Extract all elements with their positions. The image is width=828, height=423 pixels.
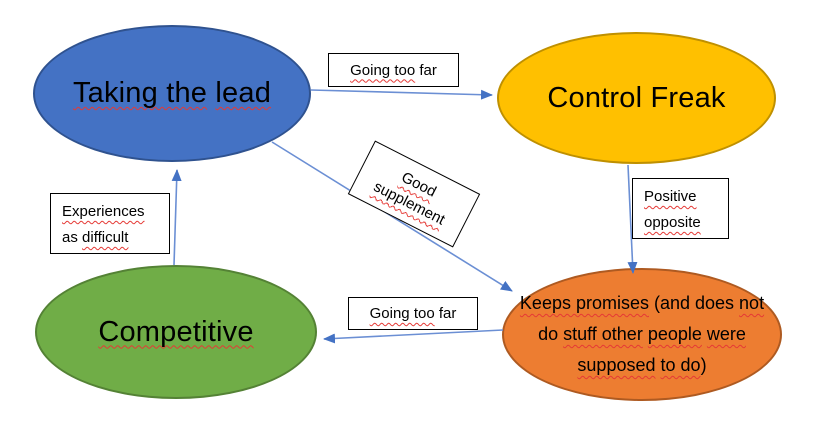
label-text-segment: lead bbox=[215, 77, 272, 109]
label-text-segment: do bbox=[538, 324, 564, 344]
label-text-segment: ) bbox=[700, 355, 707, 375]
label-text-segment: Going too bbox=[369, 305, 435, 322]
label-text-segment: far bbox=[434, 305, 457, 322]
edge-control-freak-to-keeps-promises[interactable] bbox=[627, 164, 638, 274]
label-text-segment: Competitive bbox=[98, 315, 254, 348]
edge-label-experiences-as-difficult[interactable]: Experiences as difficult bbox=[50, 193, 170, 254]
node-competitive-label: Competitive bbox=[98, 316, 253, 349]
node-taking-the-lead-label: Taking the lead bbox=[73, 77, 271, 110]
node-taking-the-lead[interactable]: Taking the lead bbox=[33, 25, 311, 162]
label-text-segment: to do bbox=[660, 355, 701, 375]
label-text-segment: stuff other bbox=[563, 324, 643, 344]
label-text-segment: not bbox=[739, 293, 765, 313]
label-text-segment: difficult bbox=[82, 229, 129, 246]
node-keeps-promises-label: Keeps promises (and does not do stuff oth… bbox=[520, 288, 764, 381]
edge-taking-lead-to-control-freak[interactable] bbox=[310, 89, 493, 100]
edge-keeps-promises-to-competitive[interactable] bbox=[323, 329, 504, 344]
edge-label-text-line1: Positive bbox=[644, 184, 728, 210]
node-control-freak-label: Control Freak bbox=[547, 82, 725, 115]
label-text-segment: Taking the bbox=[72, 77, 208, 109]
edge-label-text-line2: as difficult bbox=[62, 225, 169, 251]
edge-label-text: Going too far bbox=[350, 62, 437, 79]
node-competitive[interactable]: Competitive bbox=[35, 265, 317, 399]
label-text-segment: Experiences bbox=[62, 203, 145, 220]
label-text-segment: Control Freak bbox=[547, 81, 726, 114]
edge-label-text: Going too far bbox=[370, 305, 457, 322]
label-text-segment: opposite bbox=[644, 214, 701, 231]
label-text-segment: were bbox=[706, 324, 746, 344]
edge-label-text-line1: Experiences bbox=[62, 199, 169, 225]
label-text-segment: Going too bbox=[350, 61, 416, 79]
edge-competitive-to-taking-lead[interactable] bbox=[171, 169, 182, 266]
edge-label-positive-opposite[interactable]: Positive opposite bbox=[632, 178, 729, 239]
label-text-segment: (and does bbox=[648, 293, 740, 313]
node-control-freak[interactable]: Control Freak bbox=[497, 32, 776, 164]
node-keeps-promises[interactable]: Keeps promises (and does not do stuff oth… bbox=[502, 268, 782, 401]
label-text-segment: as bbox=[62, 229, 83, 246]
label-text-segment: people bbox=[647, 324, 702, 344]
edge-label-text-line2: opposite bbox=[644, 210, 728, 236]
label-text-segment: far bbox=[415, 61, 437, 79]
label-text-segment: Positive bbox=[644, 188, 697, 205]
label-text-segment: supposed bbox=[577, 355, 656, 375]
label-text-segment: Keeps promises bbox=[519, 293, 649, 313]
edge-label-going-too-far-top[interactable]: Going too far bbox=[328, 53, 459, 87]
edge-label-going-too-far-bottom[interactable]: Going too far bbox=[348, 297, 478, 330]
